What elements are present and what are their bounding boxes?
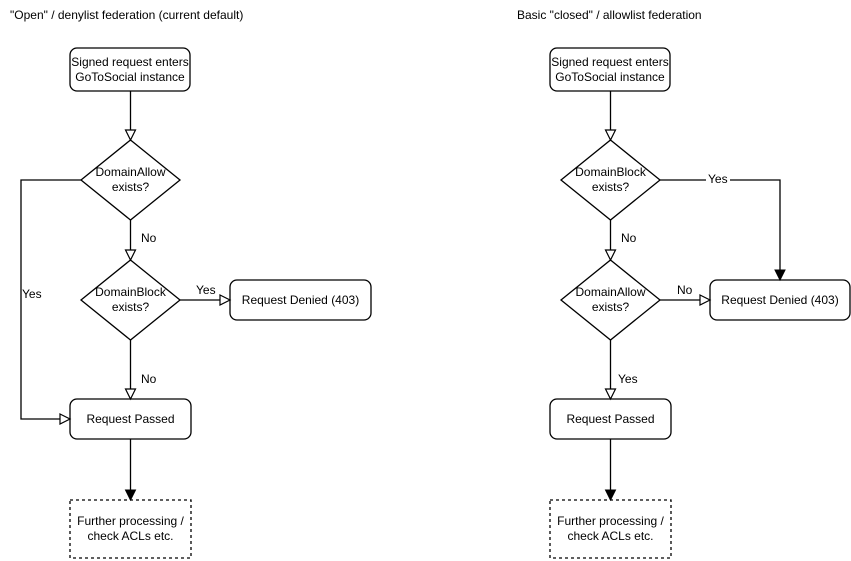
open-allow-no-label: No [141,231,157,245]
open-domainallow-label: DomainAllow exists? [95,165,166,194]
closed-allow-no-label: No [677,283,693,297]
closed-block-no-label: No [621,231,637,245]
closed-diagram-title: Basic "closed" / allowlist federation [517,8,702,22]
closed-edge-block-yes [660,179,786,282]
closed-start-node-label: Signed request enters GoToSocial instanc… [551,54,669,84]
open-further-processing-box [69,499,192,559]
closed-further-processing-box [549,499,672,559]
closed-request-passed-label: Request Passed [566,411,655,426]
open-diagram-title: "Open" / denylist federation (current de… [10,8,244,22]
open-edge-allow-yes [20,179,81,425]
closed-block-yes-label: Yes [706,172,730,186]
open-domainblock-label: DomainBlock exists? [95,285,166,314]
closed-allow-yes-label: Yes [618,372,638,386]
closed-domainallow-label: DomainAllow exists? [575,285,646,314]
open-request-denied-label: Request Denied (403) [241,292,360,307]
closed-further-processing-label: Further processing / check ACLs etc. [557,514,664,543]
open-allow-yes-label: Yes [22,287,42,301]
closed-domainblock-label: DomainBlock exists? [575,165,646,194]
open-block-no-label: No [141,372,157,386]
open-request-passed-label: Request Passed [86,411,175,426]
open-further-processing-label: Further processing / check ACLs etc. [77,514,184,543]
open-start-node-label: Signed request enters GoToSocial instanc… [71,54,189,84]
closed-request-denied-label: Request Denied (403) [721,292,839,307]
open-block-yes-label: Yes [196,283,216,297]
